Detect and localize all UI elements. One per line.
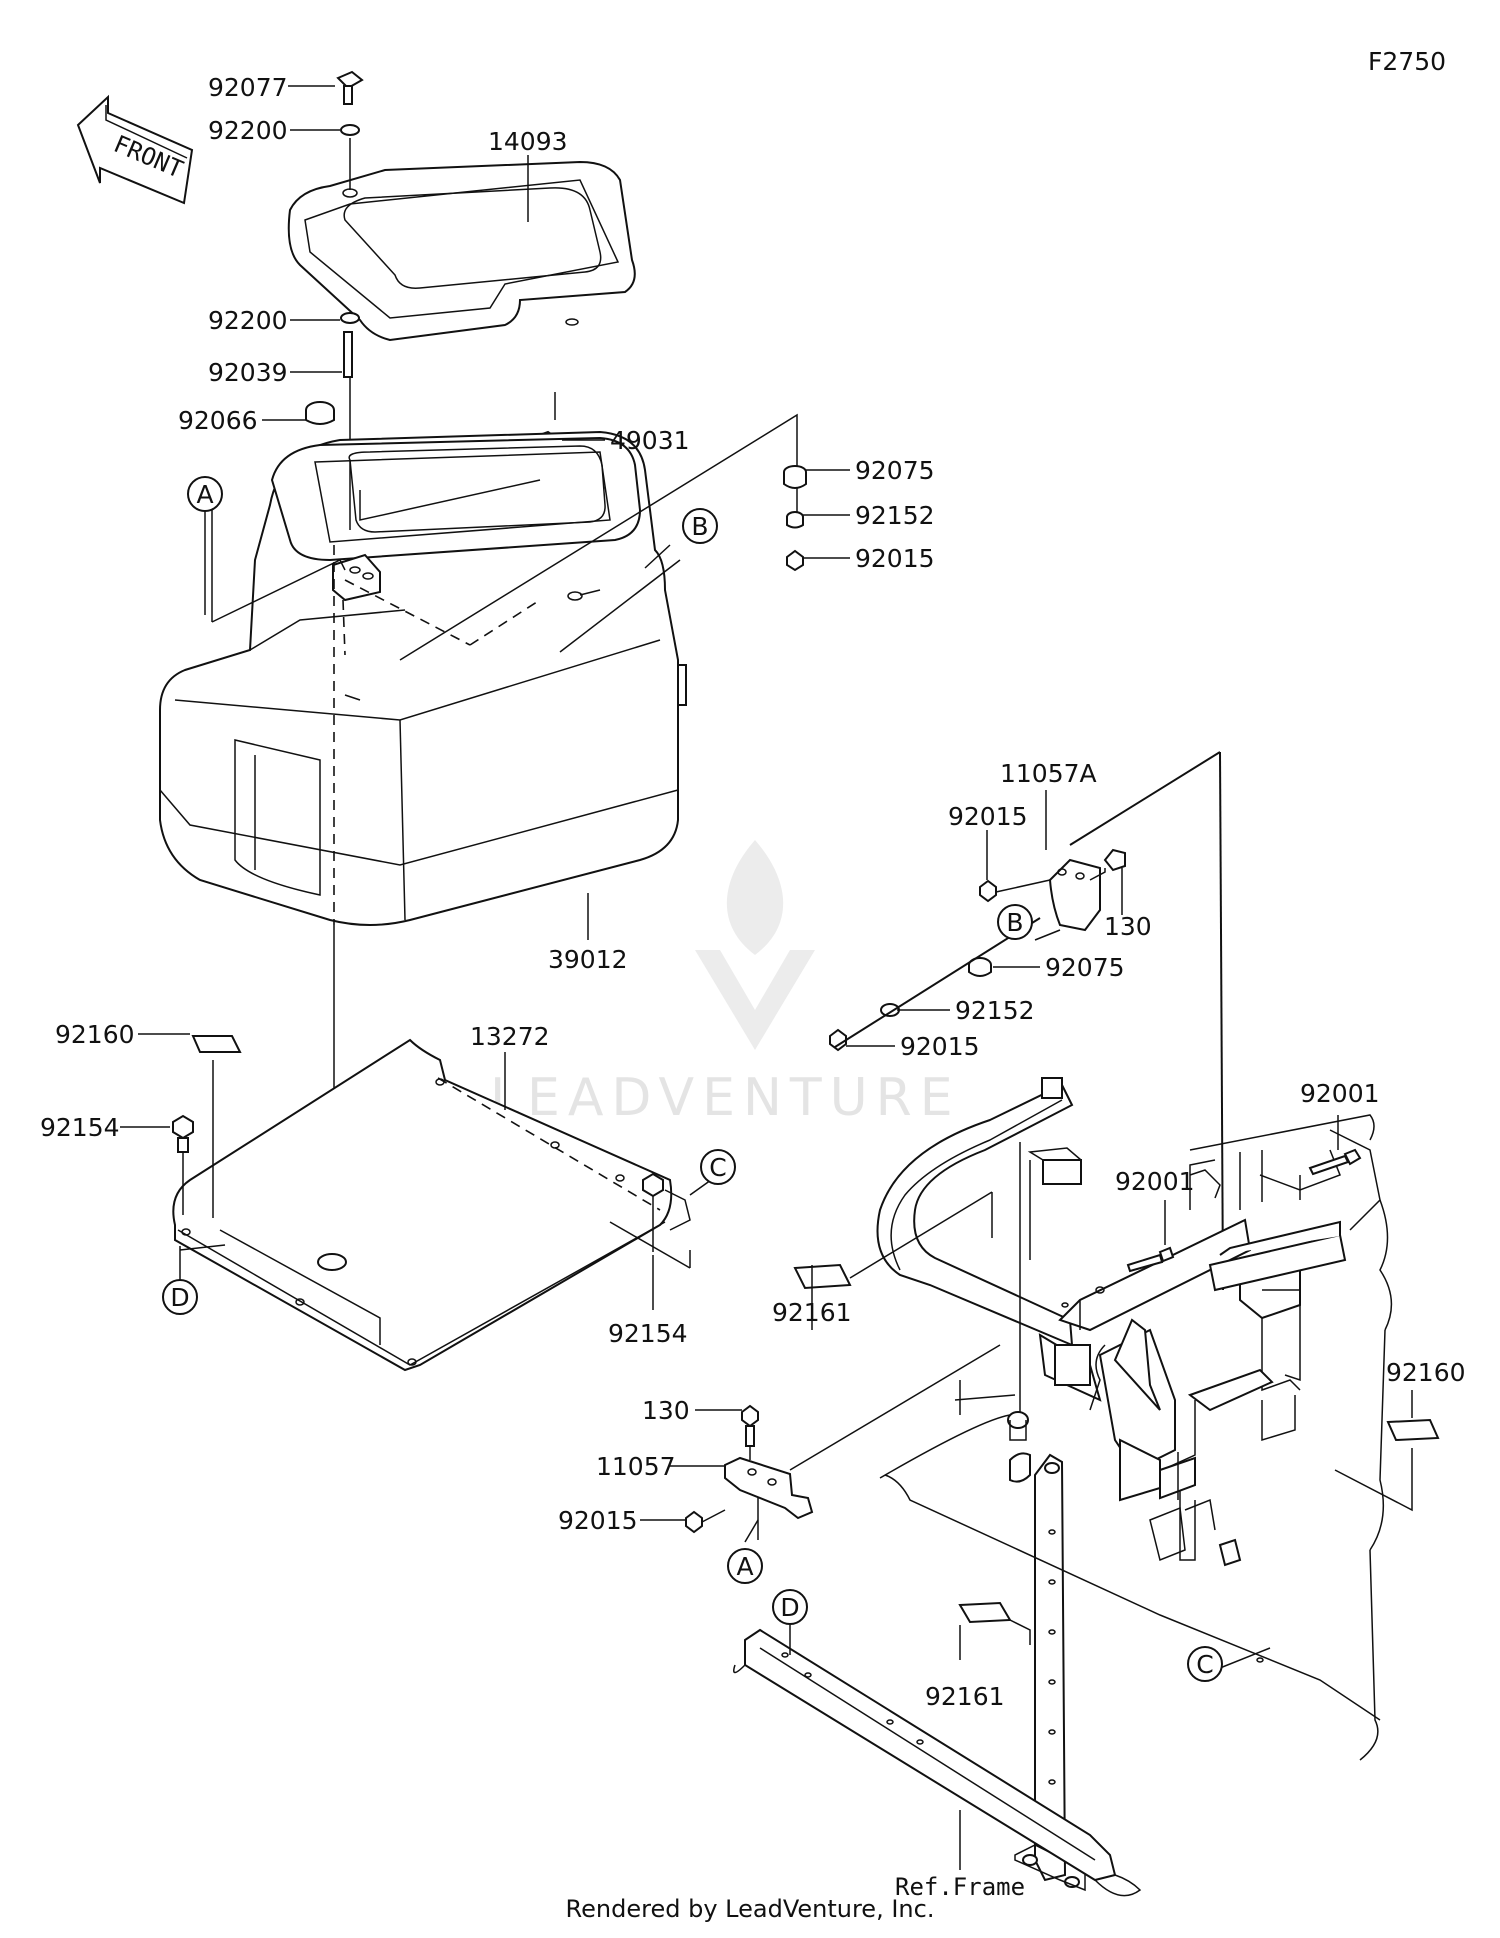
label-92039: 92039	[208, 358, 288, 387]
watermark: LEADVENTURE	[490, 840, 961, 1128]
figure-code: F2750	[1368, 47, 1446, 76]
callout-c-top: C	[700, 1149, 736, 1185]
svg-text:A: A	[736, 1552, 753, 1581]
callouts: A B C D B A D C	[162, 476, 1223, 1682]
hardware-top	[305, 70, 364, 460]
svg-text:C: C	[1196, 1650, 1213, 1679]
watermark-text: LEADVENTURE	[490, 1068, 961, 1128]
bolts-92001	[1126, 1148, 1362, 1273]
label-92015-top: 92015	[855, 544, 935, 573]
svg-text:D: D	[780, 1593, 799, 1622]
svg-text:C: C	[709, 1153, 726, 1182]
label-92154-left: 92154	[40, 1113, 120, 1142]
floor-mat-part	[172, 1038, 691, 1372]
callout-b-top: B	[682, 508, 718, 544]
label-92015-low: 92015	[558, 1506, 638, 1535]
label-92075-br: 92075	[1045, 953, 1125, 982]
label-92066: 92066	[178, 406, 258, 435]
label-39012: 39012	[548, 945, 628, 974]
part-labels: 92077 92200 14093 92200 92039 92066 4903…	[40, 73, 1466, 1901]
label-14093: 14093	[488, 127, 568, 156]
front-arrow-label: FRONT	[110, 130, 187, 184]
hardware-right-stack	[783, 465, 807, 572]
label-92200-mid: 92200	[208, 306, 288, 335]
svg-text:D: D	[170, 1283, 189, 1312]
label-92160-left: 92160	[55, 1020, 135, 1049]
sticker-92160-right	[1334, 1418, 1440, 1512]
label-92160-right: 92160	[1386, 1358, 1466, 1387]
label-13272: 13272	[470, 1022, 550, 1051]
callout-a-low: A	[727, 1548, 763, 1584]
hardware-left	[172, 1035, 691, 1269]
label-ref-frame: Ref.Frame	[895, 1873, 1025, 1901]
label-92152-top: 92152	[855, 501, 935, 530]
svg-text:A: A	[196, 480, 213, 509]
front-arrow-icon: FRONT	[76, 94, 194, 205]
label-92075-top: 92075	[855, 456, 935, 485]
callout-d-top: D	[162, 1279, 198, 1315]
label-92001-right: 92001	[1300, 1079, 1380, 1108]
stickers-92161	[793, 1191, 1031, 1645]
footer-credit: Rendered by LeadVenture, Inc.	[565, 1895, 935, 1923]
callout-c-low: C	[1187, 1646, 1223, 1682]
label-92077: 92077	[208, 73, 288, 102]
svg-text:B: B	[691, 512, 708, 541]
callout-a-top: A	[187, 476, 223, 512]
label-92015-br: 92015	[948, 802, 1028, 831]
lid-part	[287, 160, 636, 342]
label-92001-mid: 92001	[1115, 1167, 1195, 1196]
leader-lines	[120, 85, 1413, 1870]
label-11057A: 11057A	[1000, 759, 1097, 788]
callout-d-low: D	[772, 1589, 808, 1625]
bracket-11057	[685, 1344, 1001, 1540]
label-92152-br: 92152	[955, 996, 1035, 1025]
label-130-br: 130	[1104, 912, 1152, 941]
label-92161-low: 92161	[925, 1682, 1005, 1711]
label-130-low: 130	[642, 1396, 690, 1425]
label-11057: 11057	[596, 1452, 676, 1481]
label-92154-right: 92154	[608, 1319, 688, 1348]
label-92161-top: 92161	[772, 1298, 852, 1327]
callout-b-right: B	[997, 904, 1033, 940]
label-92015-br2: 92015	[900, 1032, 980, 1061]
hardware-B	[829, 917, 1041, 1052]
label-92200-top: 92200	[208, 116, 288, 145]
bracket-11057A	[979, 751, 1224, 1291]
svg-text:B: B	[1006, 908, 1023, 937]
frame-part	[733, 1077, 1393, 1897]
label-49031: 49031	[610, 426, 690, 455]
